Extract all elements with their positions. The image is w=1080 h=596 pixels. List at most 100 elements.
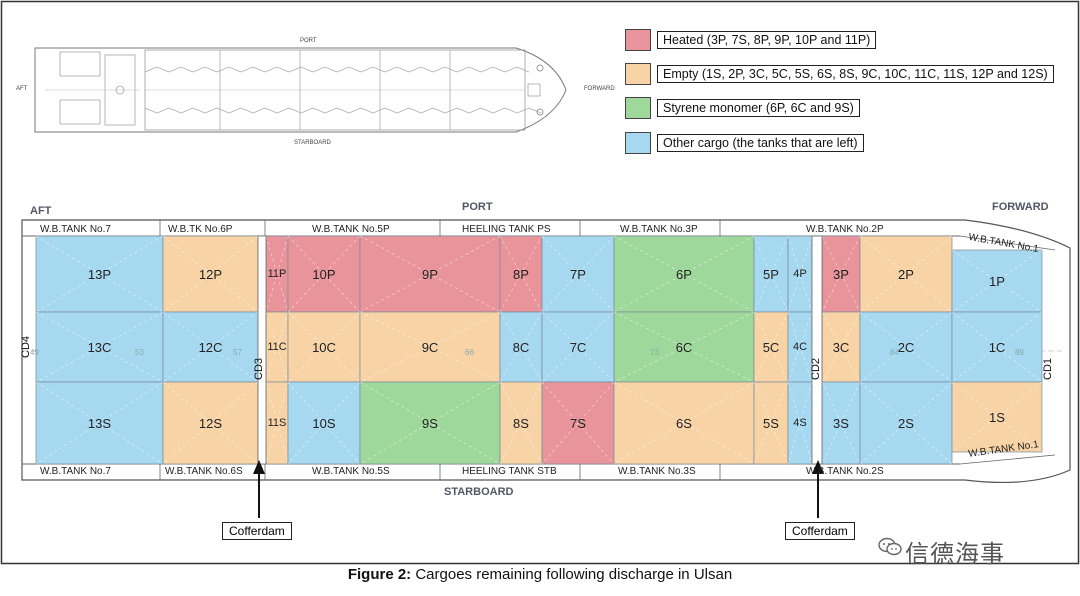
tank-hatch [499, 311, 543, 383]
overview-ship [34, 47, 567, 133]
tank-9s [359, 381, 501, 465]
overview-starboard-label: STARBOARD [294, 140, 331, 146]
cofferdam-label-right: Cofferdam [785, 522, 855, 540]
wb-bottom-label: W.B.TANK No.2S [806, 466, 884, 477]
tank-label: 10S [312, 415, 336, 431]
legend-item-empty: Empty (1S, 2P, 3C, 5C, 5S, 6S, 8S, 9C, 1… [625, 63, 1054, 85]
tank-7p [541, 235, 615, 313]
cd-label: CD3 [253, 357, 265, 380]
legend-item-other: Other cargo (the tanks that are left) [625, 132, 864, 154]
tank-label: 13C [87, 339, 112, 355]
legend-label: Other cargo (the tanks that are left) [657, 134, 864, 152]
tank-label: 6S [676, 415, 692, 431]
tank-label: 11C [267, 340, 287, 353]
cd-label: CD4 [20, 335, 32, 358]
legend-item-heated: Heated (3P, 7S, 8P, 9P, 10P and 11P) [625, 29, 877, 51]
tank-label: 7P [570, 266, 586, 282]
tank-hatch [613, 235, 755, 313]
tank-hatch [265, 235, 289, 313]
tank-label: 4S [793, 416, 807, 429]
tank-hatch [613, 311, 755, 383]
legend-swatch [625, 132, 651, 154]
tank-hatch [951, 311, 1043, 383]
tank-label: 2S [898, 415, 914, 431]
tank-hatch [951, 249, 1043, 313]
plan-port-label: PORT [462, 201, 493, 213]
tank-hatch [35, 381, 164, 465]
tank-label: 1P [989, 273, 1005, 289]
tank-hatch [287, 311, 361, 383]
legend-label: Empty (1S, 2P, 3C, 5C, 5S, 6S, 8S, 9C, 1… [657, 65, 1054, 83]
frame-tick: 89 [1015, 348, 1024, 357]
tank-label: 8C [512, 339, 530, 355]
wb-top-label: W.B.TANK No.5P [312, 224, 390, 235]
main-plan: 49 53 57 66 73 84 89 [21, 219, 1071, 518]
tank-label: 1S [989, 409, 1005, 425]
watermark-text: 信德海事 [905, 541, 1005, 568]
tank-hatch [859, 381, 953, 465]
tank-label: 10P [312, 266, 336, 282]
legend-swatch [625, 29, 651, 51]
legend-swatch [625, 97, 651, 119]
legend-swatch [625, 63, 651, 85]
legend-label: Heated (3P, 7S, 8P, 9P, 10P and 11P) [657, 31, 877, 49]
tank-label: 8P [513, 266, 529, 282]
tank-label: 5S [763, 415, 779, 431]
tank-label: 1C [988, 339, 1006, 355]
figure-caption: Figure 2: Cargoes remaining following di… [0, 566, 1080, 583]
tank-hatch [265, 381, 289, 465]
tank-hatch [859, 235, 953, 313]
tank-hatch [499, 235, 543, 313]
tank-label: 6P [676, 266, 692, 282]
tank-hatch [787, 235, 813, 313]
frame-tick: 49 [30, 348, 39, 357]
tank-label: 3C [832, 339, 850, 355]
tank-label: 9P [422, 266, 438, 282]
tank-label: 7S [570, 415, 586, 431]
tank-label: 13S [87, 415, 112, 431]
tank-label: 2C [897, 339, 915, 355]
wb-top-label: HEELING TANK PS [462, 224, 551, 235]
tank-label: 5C [762, 339, 780, 355]
tank-label: 9C [421, 339, 439, 355]
tank-hatch [541, 311, 615, 383]
tank-hatch [35, 235, 164, 313]
plan-forward-label: FORWARD [992, 201, 1049, 213]
wb-bottom-label: W.B.TANK No.7 [40, 466, 111, 477]
wb-bottom-label: W.B.TANK No.6S [165, 466, 243, 477]
tank-label: 11S [267, 416, 287, 429]
tank-hatch [753, 381, 789, 465]
tank-hatch [359, 235, 501, 313]
tank-label: 4P [793, 267, 807, 280]
caption-bold: Figure 2: [347, 566, 412, 583]
tank-10p [287, 235, 361, 313]
frame-tick: 66 [465, 348, 474, 357]
tank-label: 3S [833, 415, 849, 431]
tank-hatch [787, 311, 813, 383]
tank-hatch [287, 381, 361, 465]
tank-hatch [265, 311, 289, 383]
cd-label: CD2 [810, 357, 822, 380]
overview-aft-label: AFT [16, 86, 28, 92]
tank-label: 11P [267, 267, 287, 280]
tank-label: 10C [312, 339, 336, 355]
tank-hatch [821, 235, 861, 313]
overview-port-label: PORT [300, 38, 317, 44]
tank-layer [35, 235, 1043, 465]
wb-top-label: W.B.TANK No.7 [40, 224, 111, 235]
plan-aft-label: AFT [30, 205, 52, 217]
wb-top-label: W.B.TANK No.3P [620, 224, 698, 235]
tank-label: 5P [763, 266, 779, 282]
tank-label: 4C [792, 340, 808, 353]
tank-hatch [162, 235, 259, 313]
tank-hatch [35, 311, 164, 383]
tank-3s [821, 381, 861, 465]
frame-tick: 73 [650, 348, 659, 357]
legend-label: Styrene monomer (6P, 6C and 9S) [657, 99, 860, 117]
tank-hatch [359, 311, 501, 383]
tank-label: 12P [198, 266, 223, 282]
frame-tick: 53 [135, 348, 144, 357]
cofferdam-arrow-right [812, 460, 824, 518]
tank-hatch [821, 311, 861, 383]
wb-bottom-label: W.B.TANK No.3S [618, 466, 696, 477]
